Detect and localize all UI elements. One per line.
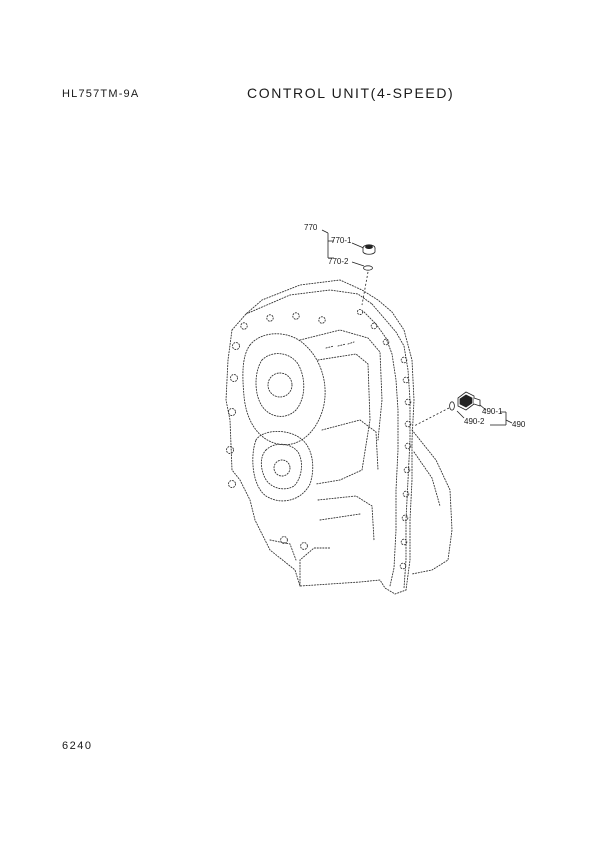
plug-770-1 [362, 244, 376, 255]
plug-490-1 [457, 391, 481, 411]
callout-770-2: 770-2 [328, 257, 349, 266]
callout-770-1: 770-1 [331, 236, 352, 245]
o-ring-490-2 [449, 401, 455, 411]
page-title: CONTROL UNIT(4-SPEED) [247, 85, 455, 101]
part-770-assembly [321, 229, 376, 306]
model-code: HL757TM-9A [62, 88, 140, 100]
callout-490-2: 490-2 [464, 417, 485, 426]
page-number: 6240 [62, 740, 93, 752]
callout-490: 490 [512, 420, 526, 429]
o-ring-770-2 [363, 265, 373, 271]
transmission-housing [225, 279, 453, 595]
callout-770: 770 [304, 223, 318, 232]
part-490-assembly [413, 391, 513, 427]
callout-490-1: 490-1 [482, 407, 503, 416]
